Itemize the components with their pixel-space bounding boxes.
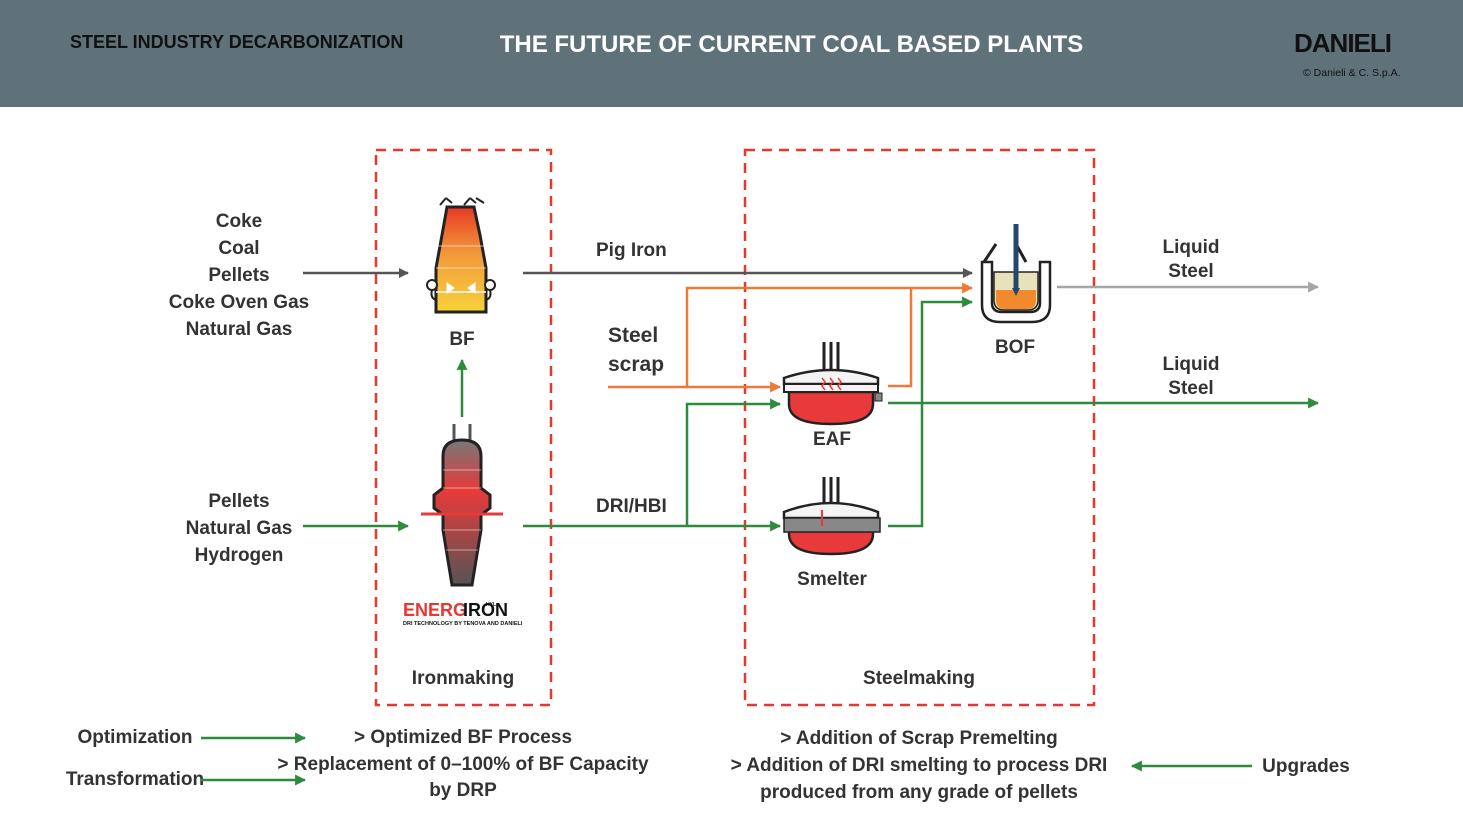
smelter-to-bof-arrow (888, 296, 974, 528)
legend-transformation: Transformation (66, 769, 204, 790)
steelmaking-label: Steelmaking (863, 668, 975, 689)
steelmaking-note: produced from any grade of pellets (760, 782, 1078, 803)
bf-inputs: Coke Coal Pellets Coke Oven Gas Natural … (169, 211, 309, 340)
steel-scrap-label: scrap (608, 353, 664, 376)
eaf-label: EAF (813, 429, 851, 450)
bf-input-item: Pellets (208, 265, 269, 286)
bf-input-item: Natural Gas (186, 319, 293, 340)
ironmaking-note: > Replacement of 0–100% of BF Capacity (277, 754, 649, 775)
energiron-reactor-icon (421, 424, 503, 587)
eaf-icon (782, 342, 883, 426)
drp-input-item: Hydrogen (195, 545, 284, 566)
smelter-label: Smelter (797, 569, 867, 590)
section-title: STEEL INDUSTRY DECARBONIZATION (70, 32, 404, 52)
ironmaking-zone (374, 148, 553, 707)
blast-furnace-icon (426, 197, 496, 314)
energiron-logo: ENERG IRON HYL DRI TECHNOLOGY BY TENOVA … (403, 600, 523, 627)
energiron-brand-b: IRON (463, 600, 508, 620)
eaf-to-bof-arrow (888, 288, 913, 388)
dri-hbi-label: DRI/HBI (596, 496, 667, 517)
drp-inputs: Pellets Natural Gas Hydrogen (186, 491, 293, 566)
slide-title: THE FUTURE OF CURRENT COAL BASED PLANTS (499, 31, 1084, 58)
liquid-steel-top-label: Liquid (1163, 237, 1220, 258)
energiron-badge: HYL (486, 602, 496, 608)
scrap-to-bof-arrow (685, 282, 974, 387)
liquid-steel-top-label: Steel (1168, 261, 1213, 282)
legend-upgrades: Upgrades (1262, 756, 1350, 777)
liquid-steel-bottom-label: Steel (1168, 378, 1213, 399)
liquid-steel-bottom-label: Liquid (1163, 354, 1220, 375)
bf-label: BF (449, 329, 474, 350)
energiron-brand-a: ENERG (403, 600, 467, 620)
copyright: © Danieli & C. S.p.A. (1303, 67, 1401, 79)
bof-label: BOF (995, 337, 1035, 358)
steelmaking-note: > Addition of Scrap Premelting (780, 728, 1057, 749)
drp-input-item: Pellets (208, 491, 269, 512)
ironmaking-note: by DRP (429, 780, 497, 801)
ironmaking-note: > Optimized BF Process (354, 727, 572, 748)
steel-scrap-label: Steel (608, 324, 658, 347)
drp-input-item: Natural Gas (186, 518, 293, 539)
pig-iron-label: Pig Iron (596, 240, 667, 261)
header-bar: STEEL INDUSTRY DECARBONIZATION THE FUTUR… (0, 0, 1463, 107)
bf-input-item: Coke Oven Gas (169, 292, 309, 313)
bf-input-item: Coke (216, 211, 262, 232)
bof-icon (980, 224, 1052, 324)
legend-optimization: Optimization (77, 727, 192, 748)
steelmaking-zone (743, 148, 1096, 707)
dri-to-eaf-arrow (685, 398, 782, 526)
energiron-subtitle: DRI TECHNOLOGY BY TENOVA AND DANIELI (403, 621, 523, 627)
danieli-logo: DANIELI (1294, 28, 1392, 58)
ironmaking-label: Ironmaking (412, 668, 514, 689)
smelter-icon (782, 477, 881, 556)
bf-input-item: Coal (218, 238, 259, 259)
steelmaking-note: > Addition of DRI smelting to process DR… (731, 755, 1108, 776)
